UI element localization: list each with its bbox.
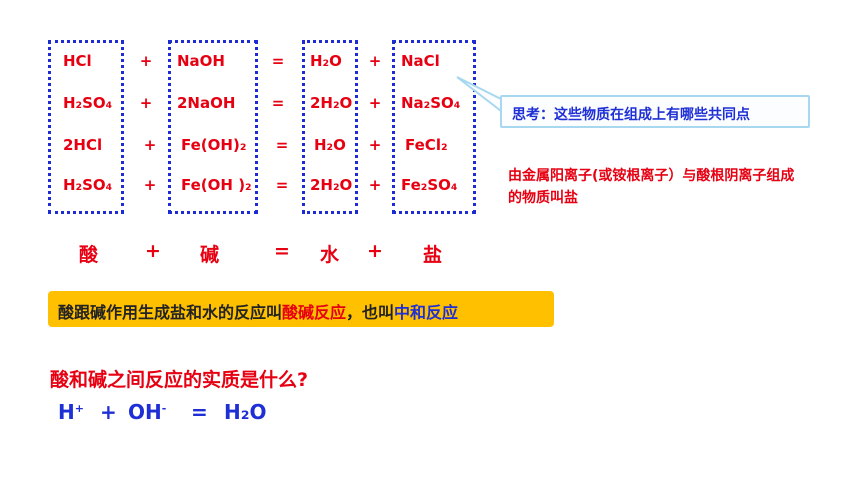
- eq-row-3-eq: =: [275, 136, 289, 154]
- salt-group-box: [392, 40, 476, 214]
- think-callout: 思考：这些物质在组成上有哪些共同点: [500, 95, 810, 128]
- eq-row-4-plus1: +: [143, 176, 157, 194]
- ion-water: H₂O: [224, 400, 267, 424]
- word-base: 碱: [200, 244, 220, 266]
- eq-row-3-plus2: +: [368, 136, 382, 154]
- eq-row-1-eq: =: [271, 52, 285, 70]
- acid-group-box: [48, 40, 124, 214]
- eq-row-4-plus2: +: [368, 176, 382, 194]
- callout-pointer: [456, 76, 502, 114]
- base-group-box: [168, 40, 258, 214]
- ion-plus: +: [100, 400, 117, 424]
- eq-row-1-acid: HCl: [63, 52, 92, 70]
- eq-row-2-salt: Na₂SO₄: [401, 94, 461, 112]
- word-plus-1: +: [145, 240, 161, 262]
- eq-row-1-plus2: +: [368, 52, 382, 70]
- banner-text: 酸跟碱作用生成盐和水的反应叫酸碱反应，也叫中和反应: [58, 299, 458, 323]
- water-group-box: [302, 40, 358, 214]
- eq-row-2-plus2: +: [368, 94, 382, 112]
- eq-row-3-salt: FeCl₂: [405, 136, 448, 154]
- eq-row-3-plus1: +: [143, 136, 157, 154]
- banner-part-1: 酸跟碱作用生成盐和水的反应叫: [58, 303, 283, 322]
- eq-row-4-salt: Fe₂SO₄: [401, 176, 458, 194]
- eq-row-1-base: NaOH: [177, 52, 225, 70]
- eq-row-4-eq: =: [275, 176, 289, 194]
- eq-row-2-water: 2H₂O: [310, 94, 353, 112]
- word-salt: 盐: [423, 244, 443, 266]
- definition-banner: 酸跟碱作用生成盐和水的反应叫酸碱反应，也叫中和反应: [48, 291, 554, 327]
- eq-row-4-base: Fe(OH )₂: [181, 176, 252, 194]
- word-plus-2: +: [367, 240, 383, 262]
- eq-row-3-base: Fe(OH)₂: [181, 136, 247, 154]
- salt-definition: 由金属阳离子(或铵根离子）与酸根阴离子组成的物质叫盐: [508, 168, 795, 206]
- word-equals: =: [274, 240, 290, 262]
- eq-row-1-plus1: +: [139, 52, 153, 70]
- eq-row-1-salt: NaCl: [401, 52, 440, 70]
- banner-term-neutralization: 中和反应: [394, 303, 459, 322]
- eq-row-4-water: 2H₂O: [310, 176, 353, 194]
- think-callout-text: 思考：这些物质在组成上有哪些共同点: [512, 107, 750, 123]
- eq-row-3-acid: 2HCl: [63, 136, 103, 154]
- eq-row-2-base: 2NaOH: [177, 94, 236, 112]
- ion-h: H+: [58, 400, 84, 424]
- word-acid: 酸: [79, 244, 99, 266]
- ion-oh: OH-: [128, 400, 167, 424]
- eq-row-2-acid: H₂SO₄: [63, 94, 113, 112]
- eq-row-2-eq: =: [271, 94, 285, 112]
- question-text: 酸和碱之间反应的实质是什么?: [50, 369, 309, 391]
- eq-row-3-water: H₂O: [314, 136, 346, 154]
- banner-part-2: ，也叫: [346, 303, 395, 322]
- eq-row-4-acid: H₂SO₄: [63, 176, 113, 194]
- ion-equals: =: [191, 400, 208, 424]
- eq-row-1-water: H₂O: [310, 52, 342, 70]
- word-water: 水: [320, 244, 340, 266]
- eq-row-2-plus1: +: [139, 94, 153, 112]
- banner-term-acid-base: 酸碱反应: [282, 303, 347, 322]
